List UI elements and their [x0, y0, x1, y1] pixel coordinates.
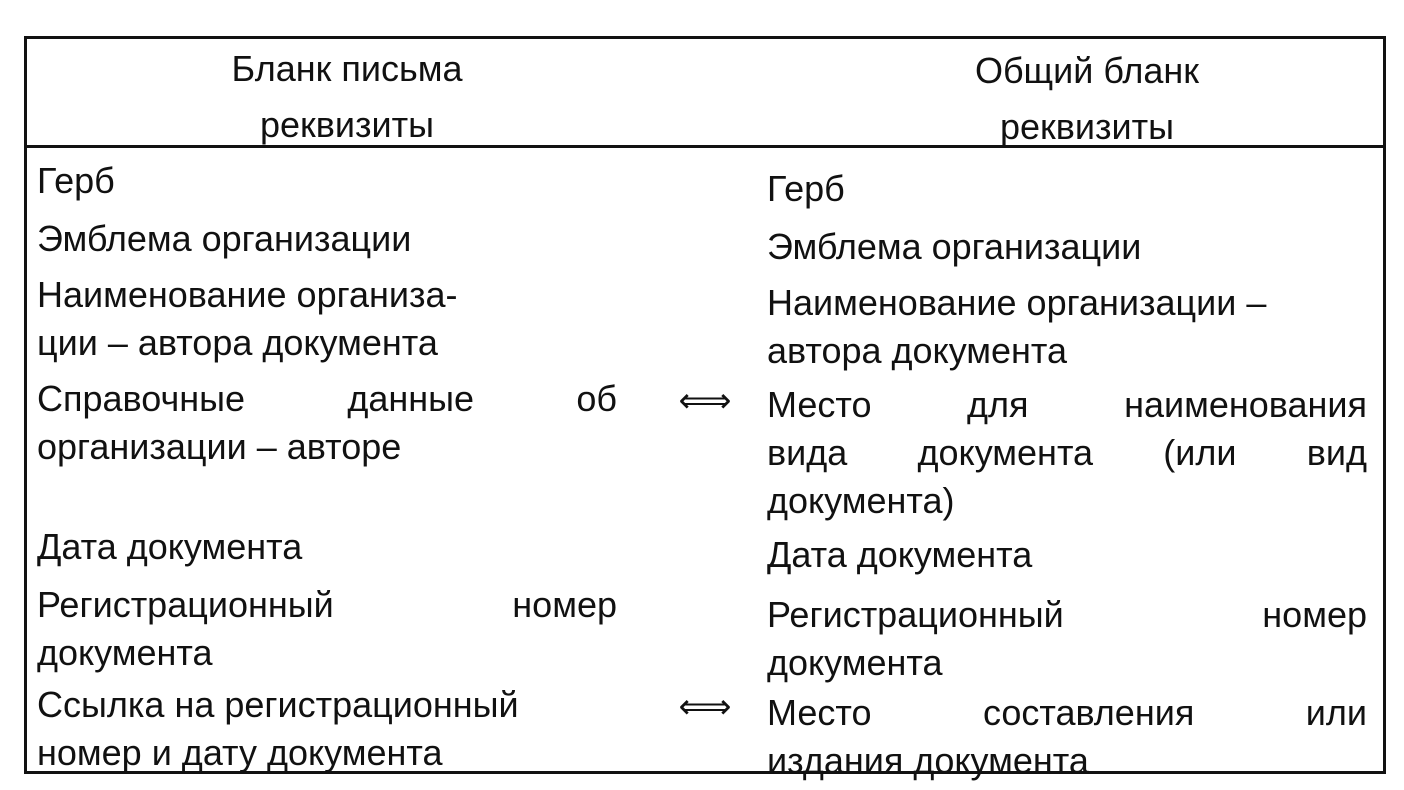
right-item-text: Место составления или — [767, 692, 1367, 733]
right-item-text: издания документа — [767, 740, 1089, 781]
double-arrow-icon: ⇐⇒ — [678, 382, 732, 420]
header-right-line2: реквизиты — [999, 106, 1174, 147]
word: номер — [512, 584, 617, 625]
right-item-emblem: Эмблема организации — [767, 223, 1367, 271]
header-left-line2: реквизиты — [259, 104, 434, 145]
right-item-doc-type-place: Место для наименования вида документа (и… — [767, 381, 1367, 525]
left-item-reg-link: Ссылка на регистрационный номер и дату д… — [37, 681, 617, 777]
left-item-text: Герб — [37, 160, 115, 201]
left-item-coat-of-arms: Герб — [37, 157, 617, 205]
header-left-line1: Бланк письма — [231, 48, 463, 89]
double-arrow-icon: ⇐⇒ — [678, 688, 732, 726]
left-item-date: Дата документа — [37, 523, 617, 571]
right-item-text: документа — [767, 642, 943, 683]
word: Справочные — [37, 378, 246, 419]
left-item-org-name: Наименование организа- ции – автора доку… — [37, 271, 617, 367]
right-item-text: документа) — [767, 480, 955, 521]
header-right: Общий бланк реквизиты — [887, 43, 1287, 155]
right-item-org-name: Наименование организации – автора докуме… — [767, 279, 1367, 375]
right-item-line: Наименование организации – — [767, 279, 1367, 327]
left-item-text: Наименование организа- — [37, 274, 458, 315]
left-item-text: документа — [37, 632, 213, 673]
left-item-justified-line: Регистрационный номер — [37, 581, 617, 629]
left-item-text: номер и дату документа — [37, 732, 443, 773]
text: Наименование организации – — [767, 282, 1267, 323]
right-item-text: Дата документа — [767, 534, 1033, 575]
header-divider — [27, 145, 1383, 148]
left-item-text: ции – автора документа — [37, 322, 438, 363]
word: Регистрационный — [37, 584, 334, 625]
header-right-line1: Общий бланк — [974, 50, 1200, 91]
left-item-text: Ссылка на регистрационный — [37, 684, 519, 725]
requisites-table: Бланк письма реквизиты Общий бланк рекви… — [24, 36, 1386, 781]
left-item-text: организации – авторе — [37, 426, 402, 467]
word: об — [576, 378, 617, 419]
word: данные — [347, 378, 475, 419]
right-item-text: Эмблема организации — [767, 226, 1142, 267]
left-item-text: Дата документа — [37, 526, 303, 567]
left-item-reg-number: Регистрационный номер документа — [37, 581, 617, 677]
left-item-reference-data: Справочные данные об организации – автор… — [37, 375, 617, 471]
left-item-justified-line: Справочные данные об — [37, 375, 617, 423]
left-item-text: Эмблема организации — [37, 218, 412, 259]
right-item-reg-number: Регистрационный номер документа — [767, 591, 1367, 687]
right-item-text: Герб — [767, 168, 845, 209]
right-item-place: Место составления или издания документа — [767, 689, 1367, 785]
right-item-date: Дата документа — [767, 531, 1367, 579]
right-item-text: Регистрационный номер — [767, 594, 1367, 635]
right-item-coat-of-arms: Герб — [767, 165, 1367, 213]
right-item-text: Место для наименования — [767, 384, 1367, 425]
right-item-text: вида документа (или вид — [767, 432, 1367, 473]
left-item-emblem: Эмблема организации — [37, 215, 617, 263]
right-item-text: автора документа — [767, 330, 1068, 371]
header-left: Бланк письма реквизиты — [137, 41, 557, 153]
